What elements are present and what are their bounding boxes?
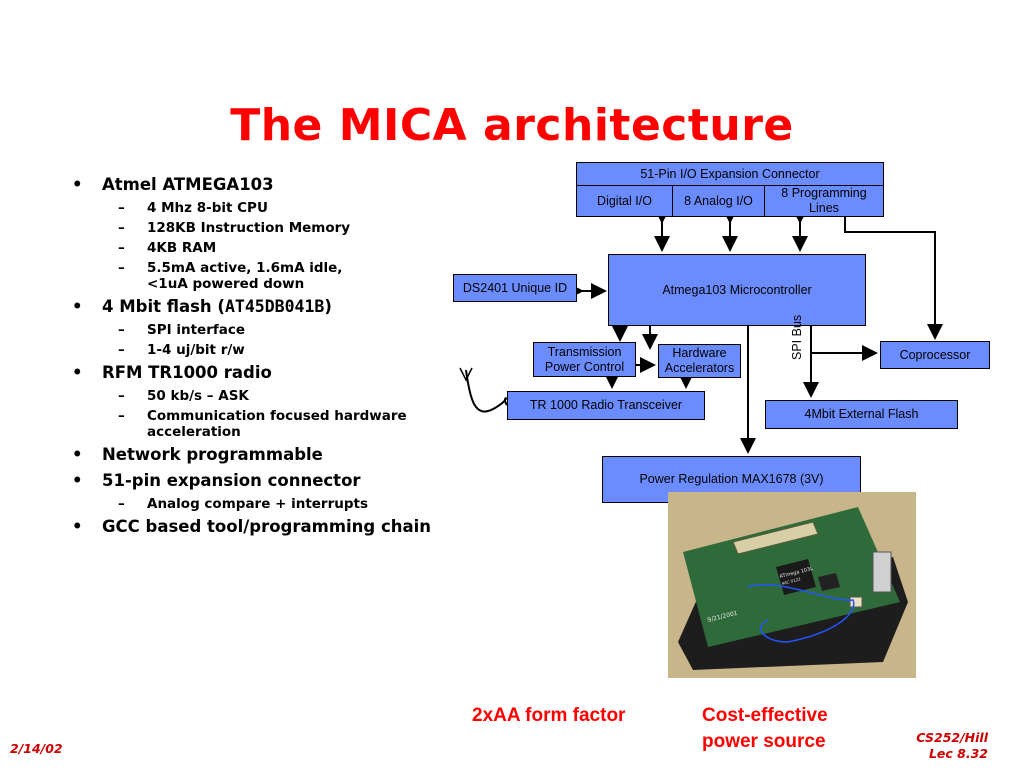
expansion-connector-box: 51-Pin I/O Expansion Connector: [576, 162, 884, 186]
sub-bullet-text: <1uA powered down: [147, 276, 305, 292]
sub-bullet-item: –5.5mA active, 1.6mA idle,<1uA powered d…: [118, 260, 343, 292]
bullet-text: Atmel ATMEGA103: [102, 175, 274, 194]
microcontroller-chip: [776, 559, 816, 595]
sub-bullet-text: Communication focused hardware: [147, 408, 407, 424]
bullet-list: •Atmel ATMEGA103 –4 Mhz 8-bit CPU –128KB…: [70, 170, 470, 538]
footer-date: 2/14/02: [10, 741, 63, 756]
sub-bullet-text: SPI interface: [147, 322, 245, 338]
sub-bullet-text: 5.5mA active, 1.6mA idle,: [147, 260, 343, 276]
radio-transceiver-box: TR 1000 Radio Transceiver: [507, 391, 705, 420]
antenna-wire-photo: [747, 583, 855, 643]
programming-to-coprocessor-arrow: [844, 217, 943, 340]
external-flash-box: 4Mbit External Flash: [765, 400, 958, 429]
sub-bullet-text: 4 Mhz 8-bit CPU: [147, 200, 268, 216]
sub-bullet-item: –4 Mhz 8-bit CPU: [118, 200, 268, 216]
power-source-caption: Cost-effective power source: [702, 703, 828, 755]
sub-bullet-item: –50 kb/s – ASK: [118, 388, 249, 404]
sub-bullet-item: –1-4 uj/bit r/w: [118, 342, 245, 358]
spi-bus-label: SPI Bus: [790, 314, 804, 360]
sub-bullet-text: 4KB RAM: [147, 240, 217, 256]
programming-lines-box: 8 Programming Lines: [764, 185, 884, 217]
digital-io-box: Digital I/O: [576, 185, 673, 217]
footer-course: CS252/Hill Lec 8.32: [908, 730, 988, 762]
sub-bullet-text: 128KB Instruction Memory: [147, 220, 351, 236]
mica-board-photo: ATmega 103L 4AC 0122 9/21/2001: [668, 492, 916, 678]
slide-title: The MICA architecture: [230, 100, 794, 151]
flash-chip: [818, 573, 840, 591]
analog-io-box: 8 Analog I/O: [672, 185, 765, 217]
sub-bullet-text: acceleration: [147, 424, 241, 440]
chip-sub-label: 4AC 0122: [781, 576, 802, 586]
bullet-item: •Network programmable: [72, 445, 323, 464]
small-connector: [849, 596, 863, 608]
bullet-text: 4 Mbit flash (: [102, 297, 225, 316]
hardware-accelerators-box: Hardware Accelerators: [658, 344, 741, 378]
bullet-text: Network programmable: [102, 445, 323, 464]
form-factor-caption: 2xAA form factor: [472, 705, 626, 726]
power-switch: [872, 551, 892, 593]
power-source-caption-line1: Cost-effective: [702, 705, 828, 726]
antenna-icon: [459, 367, 473, 382]
sub-bullet-text: 1-4 uj/bit r/w: [147, 342, 245, 358]
bullet-text: RFM TR1000 radio: [102, 363, 272, 382]
transmission-power-box: Transmission Power Control: [533, 342, 636, 377]
sub-bullet-item: –128KB Instruction Memory: [118, 220, 351, 236]
sub-bullet-item: –SPI interface: [118, 322, 245, 338]
coprocessor-box: Coprocessor: [880, 341, 990, 369]
sub-bullet-item: –Analog compare + interrupts: [118, 496, 369, 512]
bullet-item: •RFM TR1000 radio: [72, 363, 272, 382]
sub-bullet-text: Analog compare + interrupts: [147, 496, 369, 512]
sub-bullet-item: –4KB RAM: [118, 240, 217, 256]
bullet-text: GCC based tool/programming chain: [102, 517, 432, 536]
bullet-item: •51-pin expansion connector: [72, 471, 361, 490]
footer-lecture-number: Lec 8.32: [928, 746, 988, 761]
microcontroller-box: Atmega103 Microcontroller: [608, 254, 866, 326]
bullet-item: •GCC based tool/programming chain: [72, 517, 432, 536]
bullet-text: ): [324, 297, 332, 316]
flash-part-number: AT45DB041B: [224, 297, 325, 316]
ds2401-box: DS2401 Unique ID: [453, 274, 577, 302]
footer-course-name: CS252/Hill: [916, 730, 988, 745]
sub-bullet-text: 50 kb/s – ASK: [147, 388, 249, 404]
bullet-text: 51-pin expansion connector: [102, 471, 361, 490]
bullet-item: •4 Mbit flash (AT45DB041B): [72, 297, 332, 316]
expansion-connector: [732, 521, 819, 555]
bullet-item: •Atmel ATMEGA103: [72, 175, 274, 194]
power-source-caption-line2: power source: [702, 731, 826, 752]
antenna-wire: [465, 369, 508, 413]
